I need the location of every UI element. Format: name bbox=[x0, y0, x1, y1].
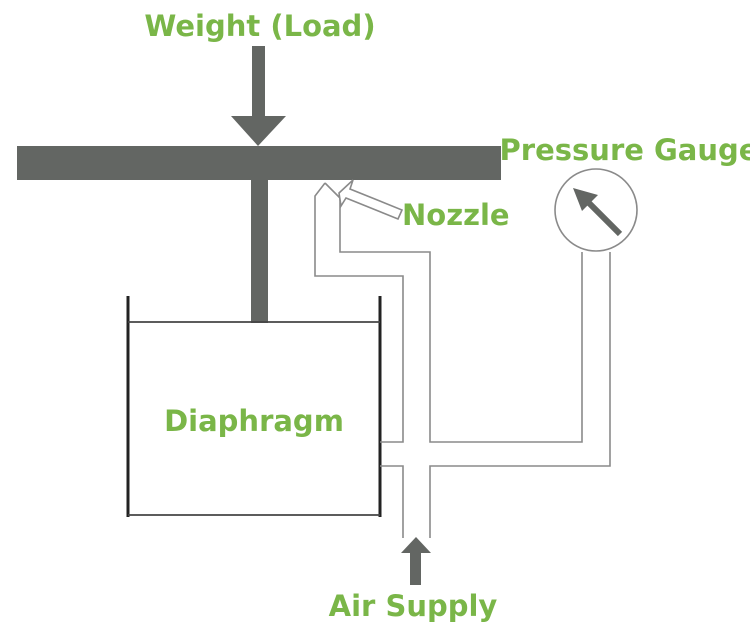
weight-label: Weight (Load) bbox=[144, 9, 375, 43]
connecting-rod bbox=[251, 180, 268, 323]
beam-plate bbox=[17, 146, 501, 180]
pressure-gauge-icon bbox=[554, 168, 638, 252]
load-arrow-icon bbox=[231, 46, 286, 146]
nozzle-label: Nozzle bbox=[402, 198, 510, 232]
pressure-gauge-label: Pressure Gauge bbox=[500, 133, 750, 167]
air-supply-arrow-icon bbox=[401, 537, 431, 585]
nozzle-pointer-icon bbox=[338, 179, 404, 221]
air-supply-label: Air Supply bbox=[329, 589, 498, 623]
diaphragm-label: Diaphragm bbox=[164, 404, 344, 438]
diaphragm-chamber bbox=[126, 296, 382, 517]
